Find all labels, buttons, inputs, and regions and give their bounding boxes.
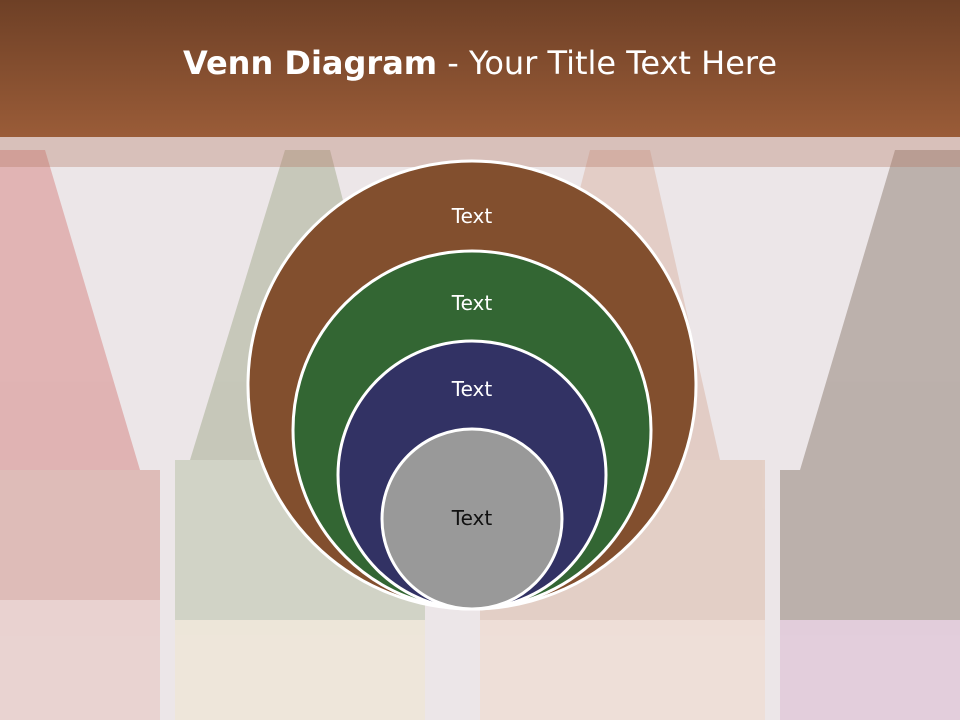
ring-inner: [380, 427, 564, 611]
ring-second-label: Text: [451, 291, 493, 315]
title-bar: Venn Diagram - Your Title Text Here: [0, 0, 960, 137]
red-crayon-image: [0, 150, 160, 720]
purple-crayon-image: [780, 150, 960, 720]
ring-third-label: Text: [451, 377, 493, 401]
slide-title-rest: - Your Title Text Here: [437, 43, 778, 82]
ring-outer-label: Text: [451, 204, 493, 228]
slide-title: Venn Diagram - Your Title Text Here: [183, 44, 777, 82]
slide-title-bold: Venn Diagram: [182, 43, 438, 82]
ring-inner-label: Text: [451, 506, 493, 530]
